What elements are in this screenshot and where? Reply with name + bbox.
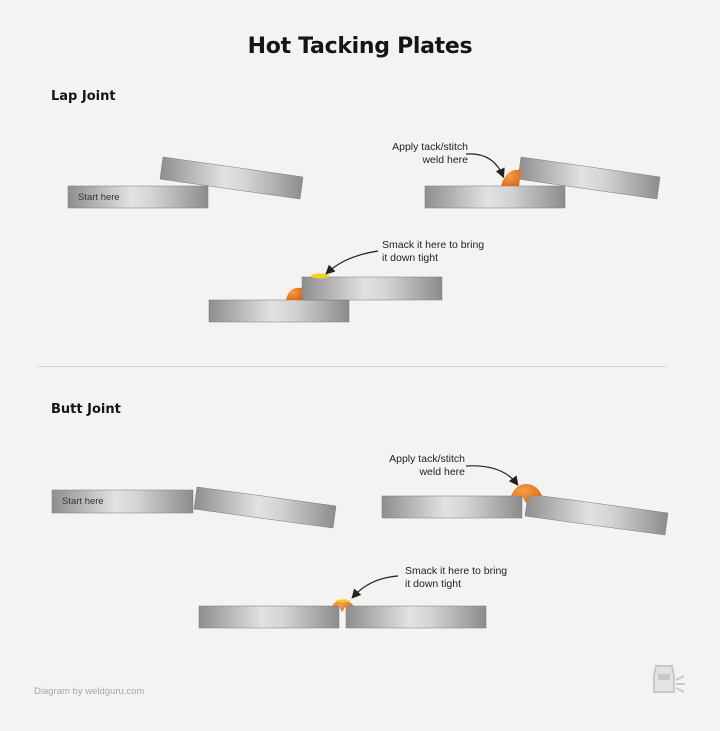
credit-text: Diagram by weldguru.com bbox=[34, 686, 145, 697]
butt-step3-impact-glow bbox=[336, 599, 350, 603]
lap-step3-impact-glow bbox=[311, 273, 329, 279]
lap-step1-top-plate bbox=[159, 156, 304, 200]
lap-step3-tack-weld bbox=[286, 287, 302, 300]
lap-step1-bottom-plate bbox=[67, 185, 209, 209]
lap-step2-arrow bbox=[465, 153, 505, 179]
butt-step1-right-plate bbox=[193, 486, 337, 529]
lap-step3-arrow bbox=[325, 250, 379, 275]
section-divider bbox=[37, 366, 667, 367]
butt-step2-right-plate bbox=[524, 493, 669, 536]
lap-step2-bottom-plate bbox=[424, 185, 566, 209]
butt-step3-right-plate bbox=[345, 605, 487, 629]
butt-step2-arrow bbox=[465, 465, 519, 486]
lap-step3-top-plate bbox=[301, 276, 443, 301]
butt-step3-arrow bbox=[351, 575, 399, 599]
lap-joint-heading: Lap Joint bbox=[51, 89, 116, 104]
butt-tack-note: Apply tack/stitch weld here bbox=[389, 453, 465, 478]
lap-smack-note: Smack it here to bring it down tight bbox=[382, 239, 485, 264]
lap-tack-note: Apply tack/stitch weld here bbox=[392, 141, 468, 166]
weldguru-helmet-icon bbox=[653, 665, 685, 693]
lap-step2-tack-weld bbox=[501, 169, 521, 186]
butt-joint-heading: Butt Joint bbox=[51, 402, 121, 417]
butt-step3-tack-weld bbox=[332, 600, 354, 612]
butt-start-label: Start here bbox=[62, 496, 104, 507]
lap-step3-bottom-plate bbox=[208, 299, 350, 323]
butt-step1-left-plate bbox=[51, 489, 194, 514]
butt-step3-left-plate bbox=[198, 605, 340, 629]
page-title: Hot Tacking Plates bbox=[247, 34, 473, 59]
butt-step2-left-plate bbox=[381, 495, 523, 519]
lap-start-label: Start here bbox=[78, 192, 120, 203]
butt-step2-tack-weld bbox=[511, 484, 542, 503]
butt-smack-note: Smack it here to bring it down tight bbox=[405, 565, 508, 590]
